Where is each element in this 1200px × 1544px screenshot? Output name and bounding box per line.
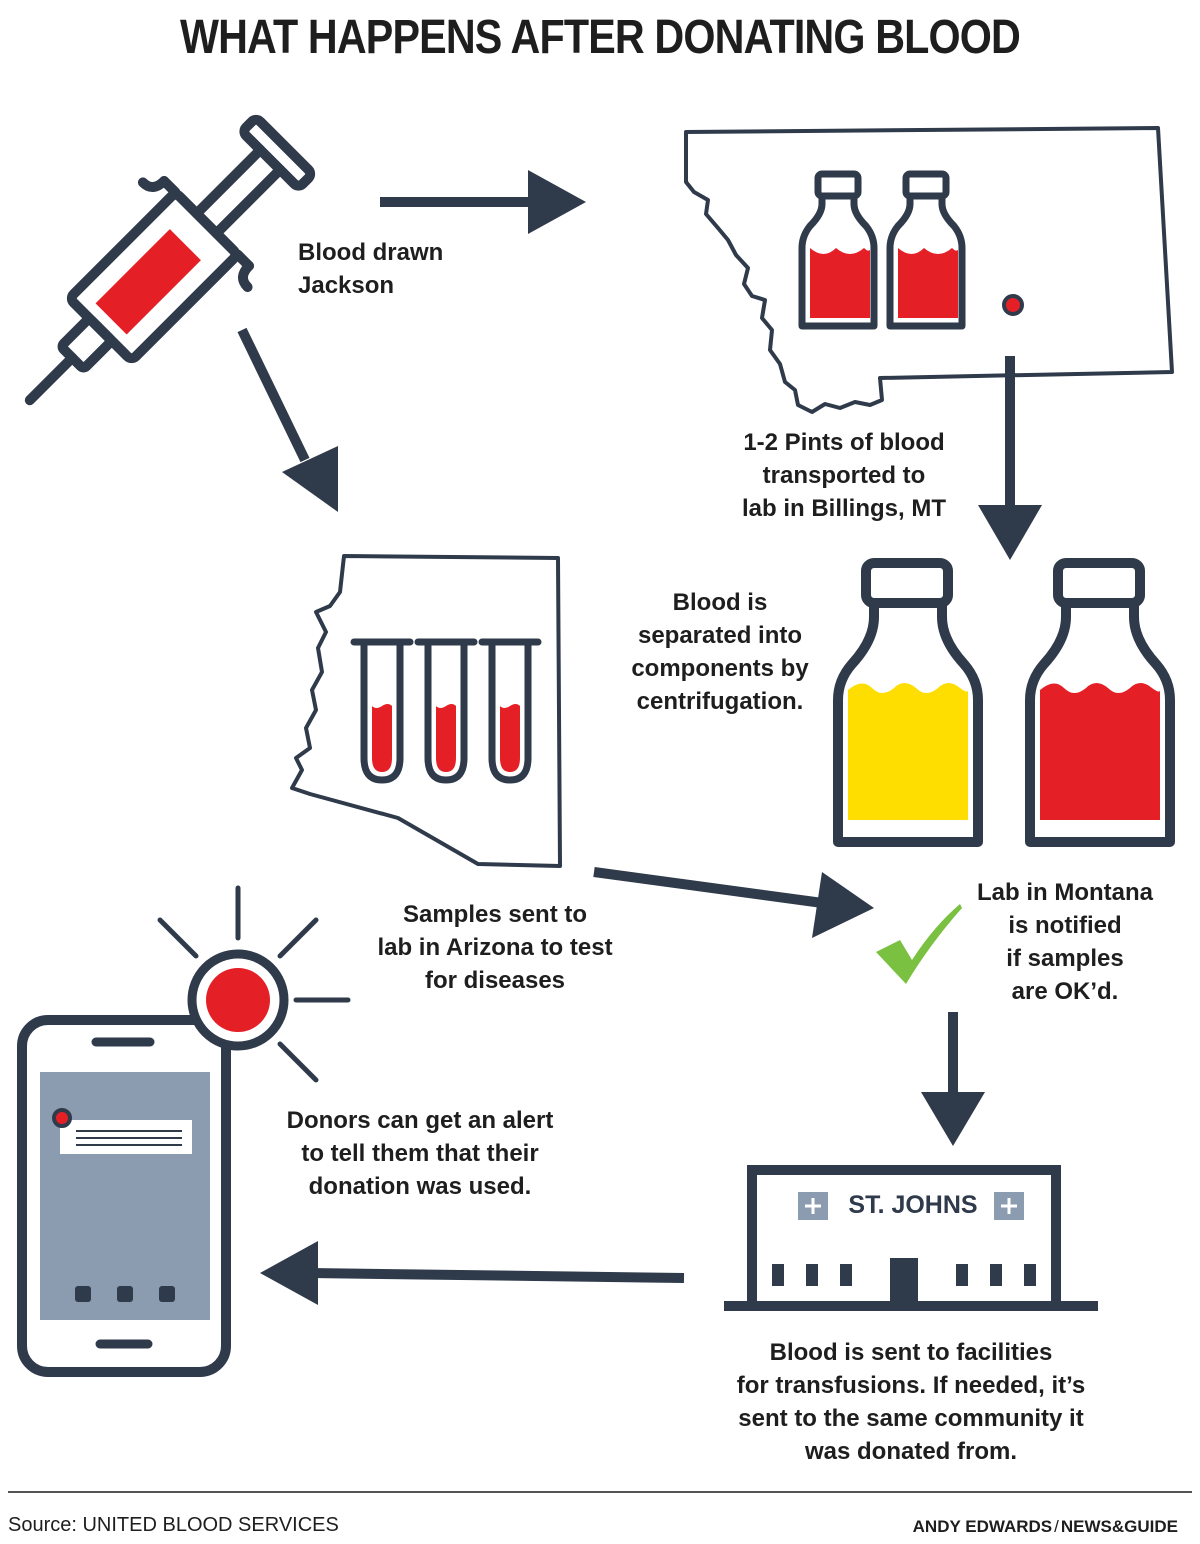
step-blood-drawn: Blood drawn Jackson <box>298 239 444 299</box>
footer-divider <box>8 1491 1192 1493</box>
alert-burst-icon <box>157 885 351 1083</box>
arrow-to-hospital <box>921 1012 985 1146</box>
test-tube-icon <box>414 638 478 784</box>
cross-icon <box>798 1192 828 1220</box>
step-notified: Lab in Montana is notified if samples ar… <box>977 879 1153 1005</box>
hospital-name: ST. JOHNS <box>848 1191 977 1219</box>
source-credit: Source: UNITED BLOOD SERVICES <box>8 1514 339 1536</box>
page-title: WHAT HAPPENS AFTER DONATING BLOOD <box>179 11 1021 64</box>
montana-bottle-2 <box>886 170 966 330</box>
arrow-to-phone <box>260 1241 685 1305</box>
author-credit: ANDY EDWARDS/NEWS&GUIDE <box>913 1517 1178 1537</box>
step-separated: Blood is separated into components by ce… <box>631 589 809 715</box>
arrow-to-notification <box>593 867 874 938</box>
plasma-bottle-icon <box>833 558 983 847</box>
smartphone-icon <box>17 1015 231 1377</box>
arrow-to-arizona <box>237 327 338 512</box>
publication-name: NEWS&GUIDE <box>1060 1517 1178 1536</box>
syringe-icon <box>24 114 316 406</box>
step-samples: Samples sent to lab in Arizona to test f… <box>377 901 613 994</box>
hospital-windows <box>772 1264 1036 1286</box>
author-name: ANDY EDWARDS <box>912 1517 1053 1536</box>
notification-card <box>52 1108 192 1154</box>
step-facilities: Blood is sent to facilities for transfus… <box>736 1339 1086 1465</box>
test-tube-icon <box>350 638 414 784</box>
test-tube-icon <box>478 638 542 784</box>
arrow-to-montana <box>380 170 586 234</box>
billings-location-dot <box>1002 294 1024 316</box>
cross-icon <box>994 1192 1024 1220</box>
red-cell-bottle-icon <box>1025 558 1175 847</box>
checkmark-icon <box>876 904 962 984</box>
arrow-to-centrifuge <box>978 356 1042 560</box>
arizona-map-icon <box>290 554 562 868</box>
step-alert: Donors can get an alert to tell them tha… <box>286 1107 554 1200</box>
credit-separator: / <box>1054 1517 1059 1536</box>
hospital-door <box>890 1258 918 1306</box>
hospital-icon: ST. JOHNS <box>724 1165 1098 1311</box>
montana-map-icon <box>684 126 1174 414</box>
step-transported: 1-2 Pints of blood transported to lab in… <box>742 429 946 522</box>
montana-bottle-1 <box>798 170 878 330</box>
